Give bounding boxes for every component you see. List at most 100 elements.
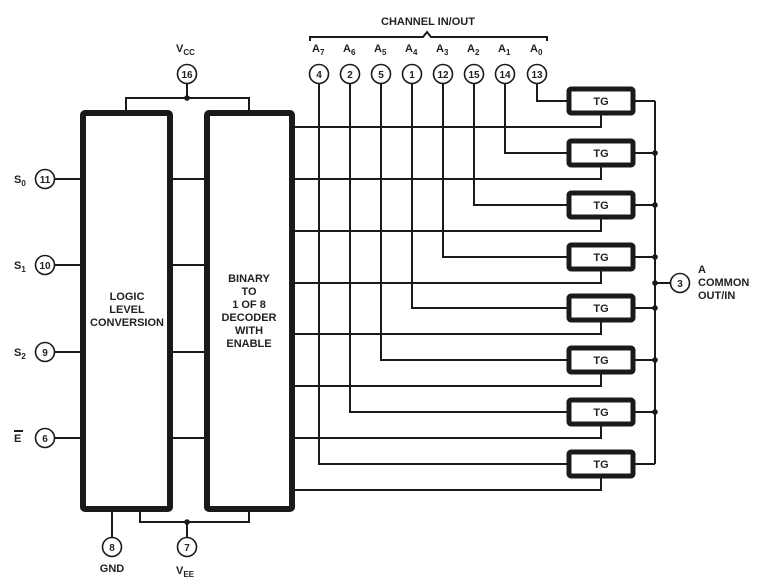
channel-label: A1 xyxy=(498,43,511,57)
decoder-label-line: BINARY xyxy=(228,273,270,285)
vee-label: VEE xyxy=(176,565,195,579)
vee-junction xyxy=(184,519,190,525)
input-pin xyxy=(34,168,56,190)
channel-wire xyxy=(318,84,569,465)
channel-pin-number: 5 xyxy=(378,70,384,81)
transmission-gate: TG xyxy=(292,190,658,232)
channel-pin-number: 2 xyxy=(347,70,353,81)
channel-label: A2 xyxy=(467,43,480,57)
channel-pin-number: 1 xyxy=(409,70,415,81)
channel-pin xyxy=(432,63,454,85)
decoder-control-wire xyxy=(292,372,602,387)
ground-supply: 8 GND xyxy=(100,509,125,575)
channel-a0: A0 13 xyxy=(526,43,569,102)
transmission-gate: TG xyxy=(292,86,655,128)
transmission-gate: TG xyxy=(292,138,658,180)
decoder-control-wire xyxy=(292,113,602,128)
logic-label-line: LEVEL xyxy=(109,304,145,316)
gnd-pin-number: 8 xyxy=(109,543,115,554)
channel-label: A4 xyxy=(405,43,418,57)
common-label-line-2: COMMON xyxy=(698,277,749,289)
channel-wire xyxy=(504,84,569,154)
gnd-pin xyxy=(101,536,123,558)
common-label-line-3: OUT/IN xyxy=(698,290,735,302)
channel-pin xyxy=(401,63,423,85)
channel-pin xyxy=(339,63,361,85)
channel-a7: A7 4 xyxy=(308,43,569,465)
channel-pin-number: 13 xyxy=(531,70,543,81)
channel-wire xyxy=(349,84,569,413)
decoder-control-wire xyxy=(292,320,602,335)
channel-pin xyxy=(370,63,392,85)
decoder-label-line: ENABLE xyxy=(226,338,271,350)
channel-wire xyxy=(473,84,569,206)
tg-label: TG xyxy=(593,407,608,419)
channel-pin xyxy=(463,63,485,85)
channel-pin xyxy=(494,63,516,85)
channel-wire xyxy=(380,84,569,361)
channel-pin xyxy=(308,63,330,85)
common-pin xyxy=(669,272,691,294)
vee-pin xyxy=(176,536,198,558)
decoder-label-line: WITH xyxy=(235,325,263,337)
channel-a6: A62 xyxy=(339,43,569,413)
input-label: S1 xyxy=(14,260,26,274)
channel-pin-number: 14 xyxy=(499,70,511,81)
tg-label: TG xyxy=(593,200,608,212)
decoder-block xyxy=(204,110,295,512)
vcc-junction xyxy=(184,95,190,101)
tg-label: TG xyxy=(593,252,608,264)
common-pin-number: 3 xyxy=(677,279,683,290)
decoder-label-line: DECODER xyxy=(221,312,276,324)
channel-pin-number: 15 xyxy=(468,70,480,81)
channel-wire xyxy=(442,84,569,258)
channel-wire xyxy=(536,84,569,102)
logic-label-line: CONVERSION xyxy=(90,317,164,329)
transmission-gate: TG xyxy=(292,293,658,335)
common-label-line-1: A xyxy=(698,264,706,276)
channel-label: A0 xyxy=(530,43,543,57)
common-junction xyxy=(652,280,658,286)
input-pin xyxy=(34,427,56,449)
tg-label: TG xyxy=(593,303,608,315)
decoder-control-wire xyxy=(292,165,602,180)
decoder-control-wire xyxy=(292,476,602,491)
transmission-gate: TG xyxy=(292,242,658,284)
channel-a1: A1 14 xyxy=(494,43,569,154)
vcc-pin-number: 16 xyxy=(181,70,193,81)
vee-wire xyxy=(139,509,250,538)
gnd-label: GND xyxy=(100,563,125,575)
tg-label: TG xyxy=(593,355,608,367)
channel-a5: A5 5 xyxy=(370,43,569,361)
input-pin xyxy=(34,341,56,363)
channel-brace xyxy=(309,30,548,41)
input-label: E xyxy=(14,433,21,445)
input-pin-number: 11 xyxy=(40,175,51,186)
input-pin-number: 10 xyxy=(39,261,51,272)
decoder-control-wire xyxy=(292,424,602,439)
tg-label: TG xyxy=(593,148,608,160)
input-pin-number: 9 xyxy=(42,348,48,359)
channel-label: A5 xyxy=(374,43,387,57)
input-pin xyxy=(34,254,56,276)
vee-supply: 7 VEE xyxy=(139,509,250,579)
input-pin-number: 6 xyxy=(42,434,48,445)
decoder-control-wire xyxy=(292,217,602,232)
logic-label-line: LOGIC xyxy=(110,291,145,303)
vcc-supply: VCC 16 xyxy=(125,43,250,113)
channel-header: CHANNEL IN/OUT xyxy=(381,16,475,28)
channel-pin-number: 12 xyxy=(437,70,449,81)
channel-a4: A4 1 xyxy=(401,43,569,309)
decoder-label-line: TO xyxy=(241,286,257,298)
channel-pin-number: 4 xyxy=(316,70,322,81)
tg-label: TG xyxy=(593,459,608,471)
channel-label: A7 xyxy=(312,43,325,57)
decoder-control-wire xyxy=(292,269,602,284)
decoder-label-line: 1 OF 8 xyxy=(232,299,266,311)
